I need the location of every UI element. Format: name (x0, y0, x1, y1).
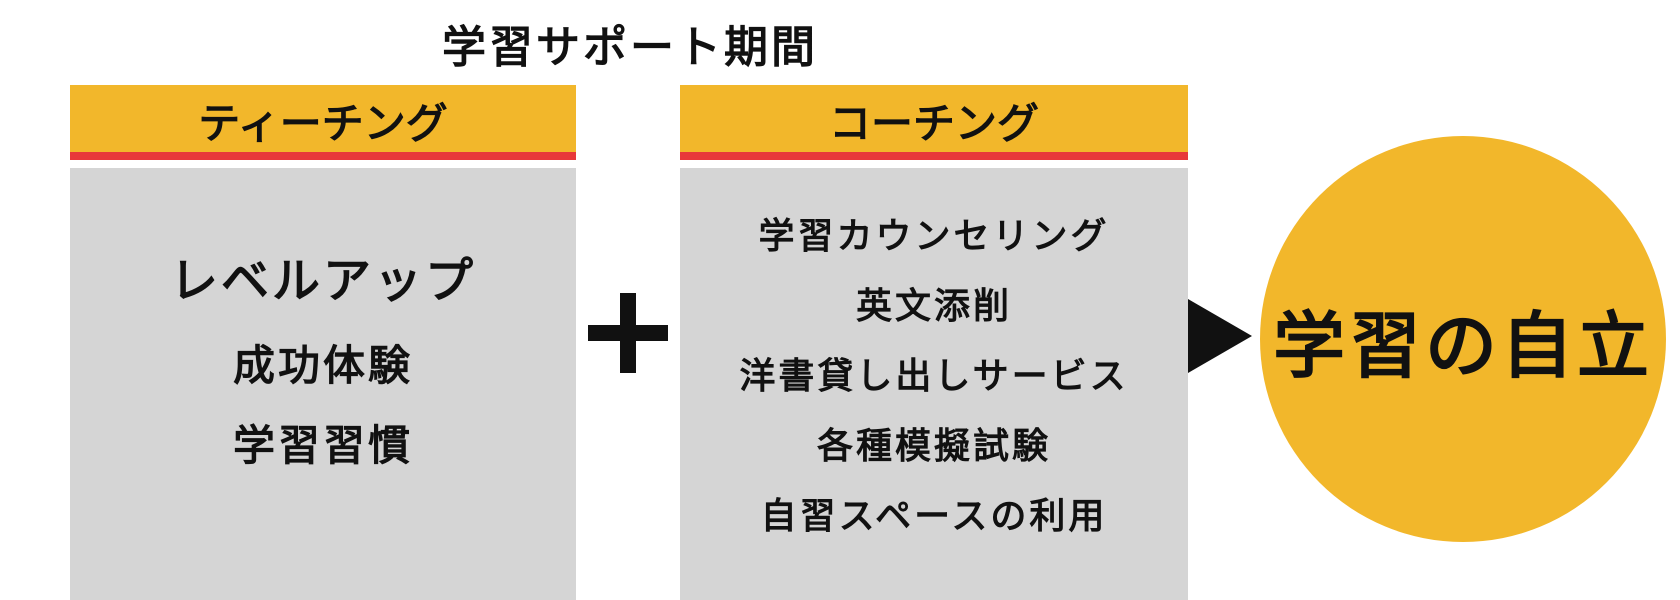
coaching-item-study-space: 自習スペースの利用 (760, 496, 1108, 537)
coaching-item-book-lending: 洋書貸し出しサービス (739, 356, 1129, 397)
period-title: 学習サポート期間 (442, 22, 818, 73)
coaching-item-essay-correction: 英文添削 (855, 286, 1012, 327)
teaching-item-habit: 学習習慣 (232, 421, 413, 470)
arrow-right-icon (1188, 299, 1252, 373)
result-circle: 学習の自立 (1260, 136, 1666, 542)
teaching-item-level-up: レベルアップ (169, 253, 476, 309)
result-label: 学習の自立 (1272, 303, 1653, 388)
plus-icon (588, 293, 668, 373)
teaching-panel: レベルアップ 成功体験 学習習慣 (70, 168, 576, 600)
coaching-item-mock-exams: 各種模擬試験 (816, 426, 1051, 467)
coaching-panel: 学習カウンセリング 英文添削 洋書貸し出しサービス 各種模擬試験 自習スペースの… (680, 168, 1188, 600)
teaching-item-success: 成功体験 (232, 341, 413, 390)
coaching-header: コーチング (680, 85, 1188, 160)
coaching-item-counseling: 学習カウンセリング (758, 216, 1110, 257)
teaching-header: ティーチング (70, 85, 576, 160)
